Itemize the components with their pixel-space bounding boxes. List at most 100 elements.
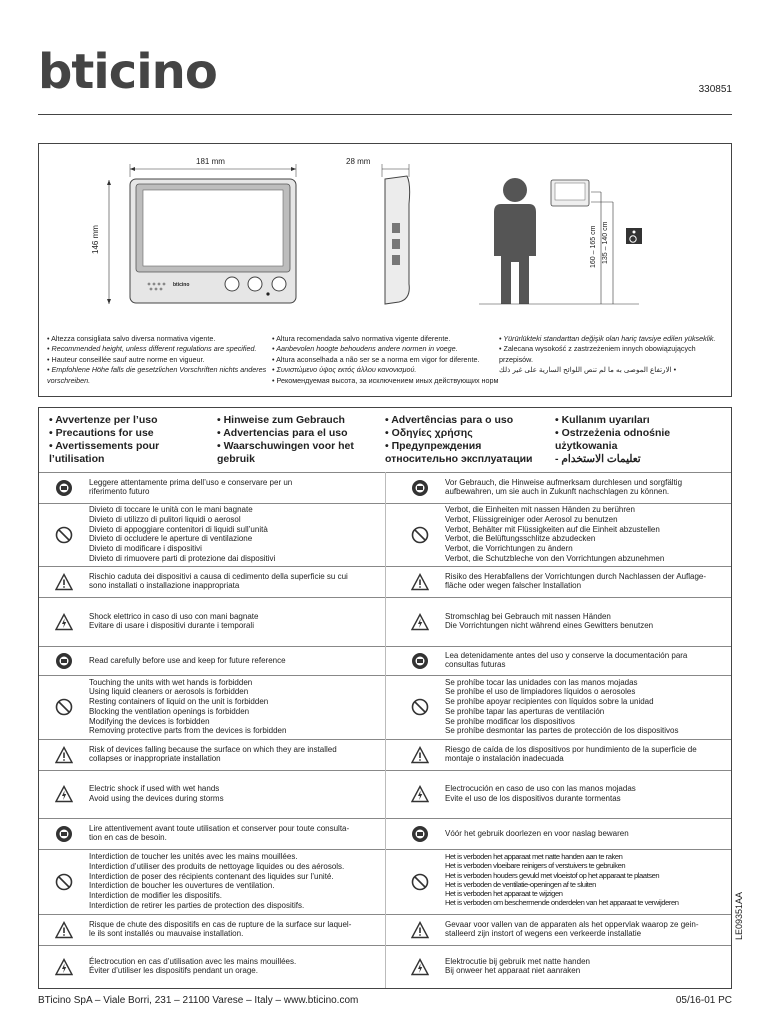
precaution-line: Verbot, die Vorrichtungen zu ändern (445, 544, 573, 554)
column-separator (385, 945, 386, 988)
precaution-line: Het is verboden houders gevuld met vloei… (445, 870, 660, 880)
precaution-line: Het is verboden het apparaat te wijzigen (445, 889, 563, 899)
shock-icon (411, 785, 429, 803)
read-icon (56, 825, 72, 842)
height-label: 146 mm (91, 225, 100, 254)
mounting-height-2-label: 135 – 140 cm (602, 221, 609, 264)
precaution-line: Die Vorrichtungen nicht während eines Ge… (445, 621, 654, 631)
precaution-text: Vóór het gebruik doorlezen en voor nasla… (445, 829, 629, 839)
read-icon (412, 479, 428, 496)
precaution-text: Vor Gebrauch, die Hinweise aufmerksam du… (445, 478, 682, 498)
prohibit-icon (411, 698, 429, 716)
precaution-text: Risque de chute des dispositifs en cas d… (89, 920, 351, 940)
precaution-line: Risque de chute des dispositifs en cas d… (89, 919, 352, 929)
document-code: LE09351AA (734, 891, 744, 940)
column-separator (385, 472, 386, 503)
column-separator (385, 770, 386, 818)
height-notes-col3: • Yürürlükteki standarttan değişik olan … (499, 334, 716, 375)
precaution-line: Verbot, Flüssigreiniger oder Aerosol zu … (445, 514, 618, 524)
warning-icon (411, 745, 429, 763)
precaution-line: Interdiction de poser des récipients con… (89, 871, 334, 881)
precaution-line: Read carefully before use and keep for f… (89, 655, 286, 665)
precaution-line: Electrocución en caso de uso con las man… (445, 784, 636, 794)
precautions-panel: • Avvertenze per l’uso• Precautions for … (38, 407, 732, 989)
precaution-line: Se prohíbe apoyar recipientes con líquid… (445, 697, 654, 707)
prohibit-icon (55, 526, 73, 543)
warning-icon (55, 572, 73, 590)
column-separator (385, 675, 386, 739)
heading-col4: • Kullanım uyarıları• Ostrzeżenia odnośn… (555, 414, 671, 466)
prohibit-icon (55, 698, 73, 716)
precaution-text: Elektrocutie bij gebruik met natte hande… (445, 957, 590, 977)
column-separator (385, 646, 386, 675)
precaution-line: Risiko des Herabfallens der Vorrichtunge… (445, 571, 707, 581)
precaution-line: Removing protective parts from the devic… (89, 726, 287, 736)
precaution-line: Shock elettrico in caso di uso con mani … (89, 611, 259, 621)
precaution-line: Verbot, die Belüftungsschlitze abzudecke… (445, 534, 596, 544)
precaution-line: Se prohíbe tocar las unidades con las ma… (445, 677, 638, 687)
prohibit-icon (411, 526, 429, 543)
precaution-line: Divieto di modificare i dispositivi (89, 544, 202, 554)
precaution-text: Touching the units with wet hands is for… (89, 678, 286, 737)
precaution-text: Het is verboden het apparaat met natte h… (445, 852, 679, 908)
precaution-line: Divieto di utilizzo di pulitori liquidi … (89, 514, 241, 524)
prohibit-icon (411, 873, 429, 890)
read-icon (56, 652, 72, 669)
precaution-text: Shock elettrico in caso di uso con mani … (89, 612, 258, 632)
precaution-line: Electric shock if used with wet hands (89, 784, 220, 794)
brand-logo: bticino (38, 44, 218, 100)
precaution-line: Électrocution en cas d’utilisation avec … (89, 956, 297, 966)
precaution-line: stalleerd zijn instort of wegens een ver… (445, 929, 642, 939)
precaution-line: Rischio caduta dei dispositivi a causa d… (89, 571, 348, 581)
shock-icon (55, 957, 73, 975)
precaution-line: Elektrocutie bij gebruik met natte hande… (445, 956, 590, 966)
precaution-line: Riesgo de caída de los dispositivos por … (445, 744, 697, 754)
precaution-line: Verbot, Behälter mit Flüssigkeiten auf d… (445, 524, 660, 534)
precaution-line: aufbewahren, um sie auch in Zukunft nach… (445, 487, 670, 497)
precaution-line: Modifying the devices is forbidden (89, 716, 210, 726)
precaution-line: Se prohíbe modificar los dispositivos (445, 716, 575, 726)
depth-label: 28 mm (346, 157, 371, 166)
precaution-text: Gevaar voor vallen van de apparaten als … (445, 920, 699, 940)
device-front-drawing (107, 164, 642, 305)
precaution-line: Interdiction de boucher les ouvertures d… (89, 881, 275, 891)
precaution-text: Interdiction de toucher les unités avec … (89, 852, 344, 911)
precaution-text: Read carefully before use and keep for f… (89, 656, 286, 666)
precaution-text: Risk of devices falling because the surf… (89, 745, 337, 765)
precaution-line: Lea detenidamente antes del uso y conser… (445, 650, 688, 660)
precaution-line: Evitare di usare i dispositivi durante i… (89, 621, 254, 631)
shock-icon (411, 612, 429, 630)
column-separator (385, 503, 386, 566)
precaution-line: Interdiction de modifier les dispositifs… (89, 891, 222, 901)
column-separator (385, 597, 386, 646)
precaution-text: Électrocution en cas d’utilisation avec … (89, 957, 296, 977)
precaution-line: riferimento futuro (89, 487, 150, 497)
precaution-line: consultas futuras (445, 660, 506, 670)
column-separator (385, 566, 386, 597)
precaution-line: Interdiction d’utiliser des produits de … (89, 861, 345, 871)
header-divider (38, 114, 732, 115)
precaution-line: Stromschlag bei Gebrauch mit nassen Händ… (445, 611, 611, 621)
precaution-line: Het is verboden vloeibare reinigers of v… (445, 861, 626, 871)
precaution-line: Divieto di appoggiare contenitori di liq… (89, 524, 268, 534)
precaution-text: Se prohíbe tocar las unidades con las ma… (445, 678, 678, 737)
precaution-line: Lire attentivement avant toute utilisati… (89, 823, 350, 833)
precaution-line: Vóór het gebruik doorlezen en voor nasla… (445, 828, 629, 838)
read-icon (412, 825, 428, 842)
precaution-text: Divieto di toccare le unità con le mani … (89, 505, 275, 564)
precaution-line: Interdiction de toucher les unités avec … (89, 852, 298, 862)
precaution-line: fläche oder wegen falscher Installation (445, 581, 582, 591)
shock-icon (411, 957, 429, 975)
precaution-text: Verbot, die Einheiten mit nassen Händen … (445, 505, 664, 564)
precaution-line: Touching the units with wet hands is for… (89, 677, 253, 687)
precaution-line: Avoid using the devices during storms (89, 793, 224, 803)
precaution-line: Divieto di occludere le aperture di vent… (89, 534, 253, 544)
mounting-height-1-label: 160 – 165 cm (590, 225, 597, 268)
precaution-line: Divieto di toccare le unità con le mani … (89, 505, 253, 515)
column-separator (385, 818, 386, 849)
precaution-line: Se prohíbe el uso de limpiadores líquido… (445, 687, 636, 697)
column-separator (385, 849, 386, 914)
precaution-line: Verbot, die Schutzbleche von den Vorrich… (445, 553, 665, 563)
product-code: 330851 (698, 84, 732, 95)
